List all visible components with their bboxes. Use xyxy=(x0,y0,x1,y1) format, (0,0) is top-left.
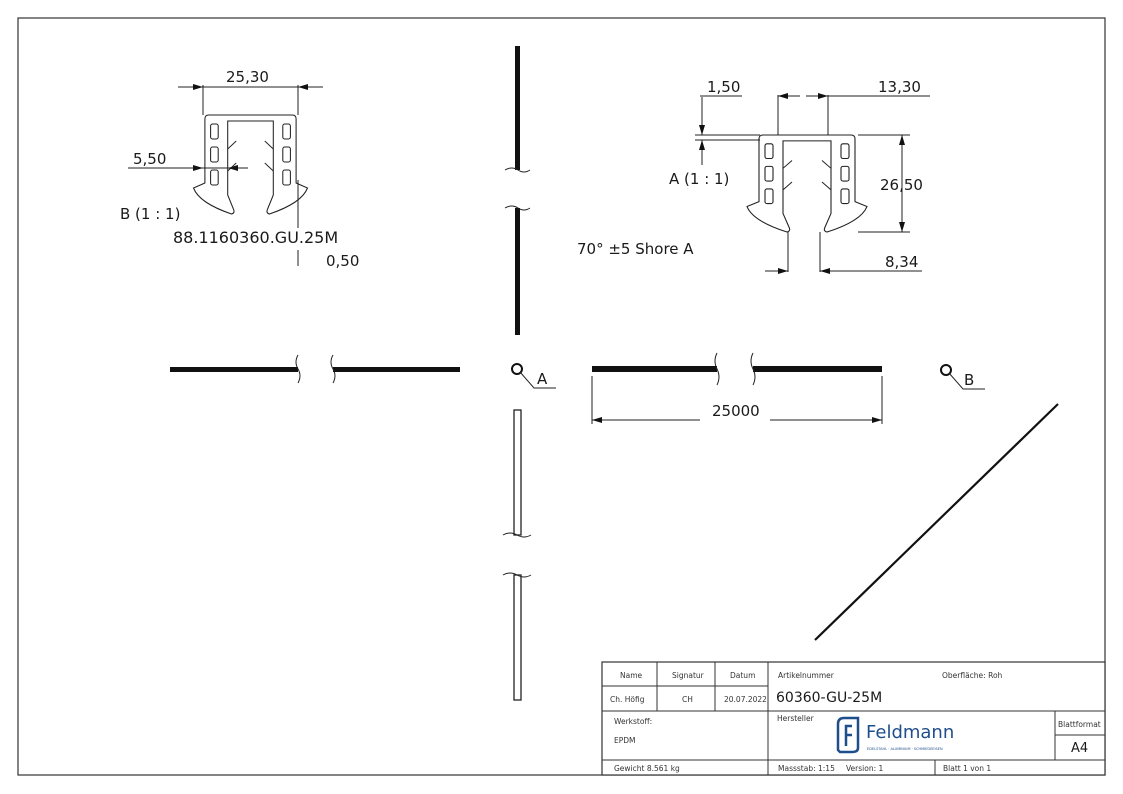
dim-bottom-a: 8,34 xyxy=(885,253,918,271)
horizontal-view-right xyxy=(592,366,717,372)
blattformat-label: Blattformat xyxy=(1058,720,1101,729)
horizontal-view-left xyxy=(170,367,298,372)
feldmann-logo: Feldmann EDELSTAHL · ALUMINIUM · SCHMIED… xyxy=(836,716,954,754)
header-name: Name xyxy=(620,671,643,680)
dim-partial-b: 0,50 xyxy=(326,252,359,270)
title-block: Name Signatur Datum Ch. Höfig CH 20.07.2… xyxy=(601,661,1106,776)
dim-wall-b: 5,50 xyxy=(133,150,166,168)
value-datum: 20.07.2022 xyxy=(724,695,767,704)
detail-a-label: A (1 : 1) xyxy=(669,170,729,188)
detail-marker-b xyxy=(940,364,952,376)
main-views: 25000 A B xyxy=(170,46,1059,701)
dim-width-a: 13,30 xyxy=(878,78,921,96)
werkstoff: EPDM xyxy=(614,736,636,745)
drawing-border xyxy=(17,17,1106,776)
dim-length: 25000 xyxy=(712,402,760,420)
vertical-view-top xyxy=(515,46,520,170)
detail-a: 13,30 1,50 26,50 A (1 : 1) 8,34 70° ±5 S… xyxy=(577,78,930,274)
profile-section-a xyxy=(746,134,868,233)
blattformat: A4 xyxy=(1071,741,1088,756)
header-datum: Datum xyxy=(730,671,755,680)
gewicht: Gewicht 8.561 kg xyxy=(614,764,680,773)
dim-width-b: 25,30 xyxy=(226,68,269,86)
version: Version: 1 xyxy=(846,764,883,773)
hersteller-label: Hersteller xyxy=(777,714,815,723)
marker-a-label: A xyxy=(537,370,548,388)
logo-tagline: EDELSTAHL · ALUMINIUM · SCHMIEDEEISEN xyxy=(867,747,943,751)
massstab: Massstab: 1:15 xyxy=(778,764,835,773)
isometric-view xyxy=(814,403,1059,641)
value-name: Ch. Höfig xyxy=(610,695,645,704)
hardness-note: 70° ±5 Shore A xyxy=(577,240,694,258)
dim-height-a: 26,50 xyxy=(880,176,923,194)
dim-top-a: 1,50 xyxy=(707,78,740,96)
werkstoff-label: Werkstoff: xyxy=(614,717,652,726)
header-signatur: Signatur xyxy=(672,671,705,680)
marker-b-label: B xyxy=(964,371,974,389)
value-signatur: CH xyxy=(682,695,693,704)
oberflaeche: Oberfläche: Roh xyxy=(942,671,1003,680)
logo-text: Feldmann xyxy=(866,722,954,743)
artikelnummer-label: Artikelnummer xyxy=(778,671,835,680)
artikelnummer: 60360-GU-25M xyxy=(776,690,882,706)
detail-marker-a xyxy=(511,363,523,375)
blatt: Blatt 1 von 1 xyxy=(943,764,991,773)
detail-b-label: B (1 : 1) xyxy=(120,205,180,223)
vertical-view-bottom xyxy=(513,409,522,536)
profile-section-b xyxy=(192,114,309,215)
detail-b: 25,30 5,50 B (1 : 1) 88.1160360.GU.25M 0… xyxy=(120,68,359,270)
part-code: 88.1160360.GU.25M xyxy=(173,228,338,247)
